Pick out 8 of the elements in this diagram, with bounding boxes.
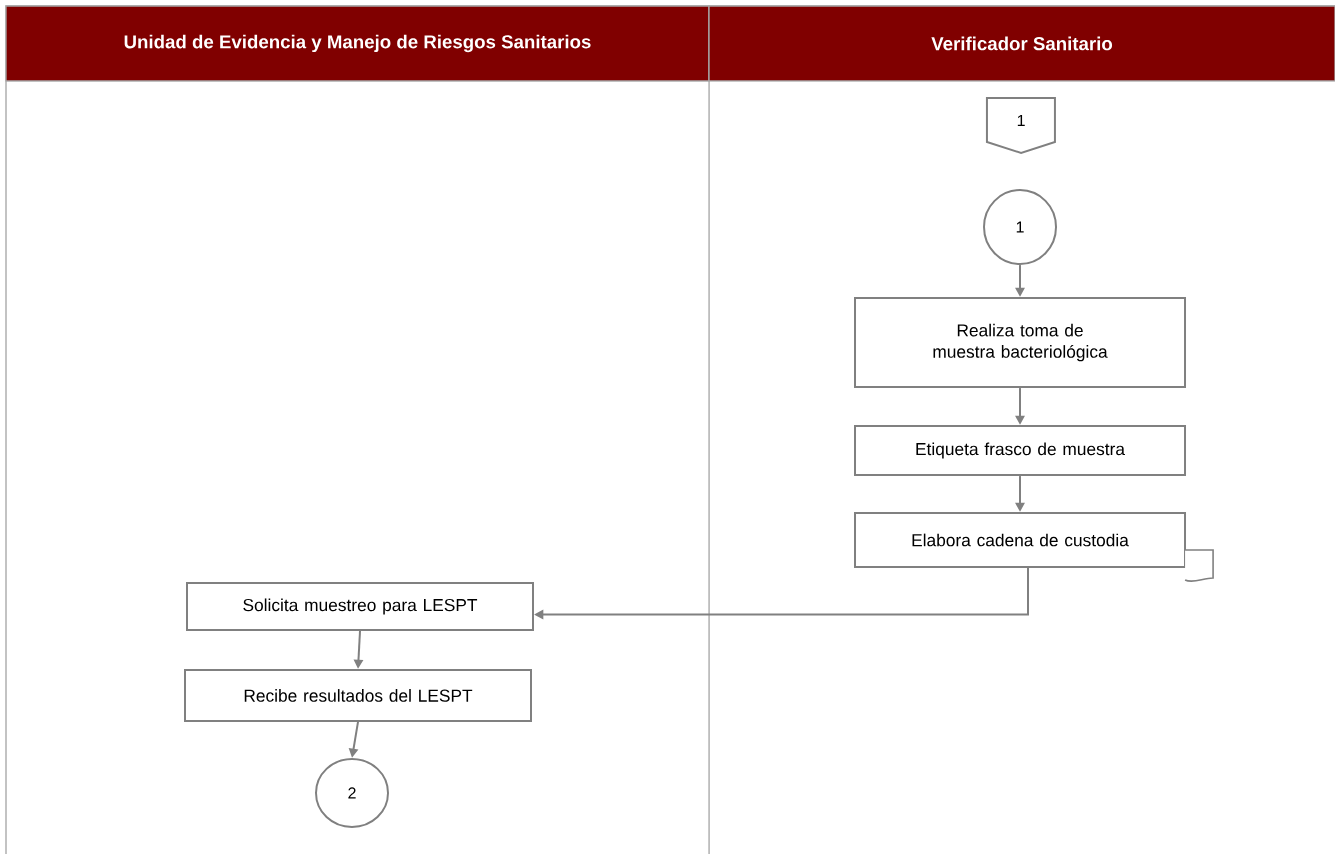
lane-header: Unidad de Evidencia y Manejo de Riesgos Sanitarios bbox=[5, 5, 710, 82]
process-box: Recibe resultados del LESPT bbox=[184, 669, 532, 722]
document-box: Elabora cadena de custodia bbox=[854, 512, 1214, 583]
process-box: Etiqueta frasco de muestra bbox=[854, 425, 1186, 477]
off-page-connector: 1 bbox=[985, 97, 1056, 154]
process-box: Solicita muestreo para LESPT bbox=[186, 582, 534, 631]
process-box: Realiza toma de muestra bacteriológica bbox=[854, 297, 1186, 389]
lane-header: Verificador Sanitario bbox=[708, 5, 1335, 82]
